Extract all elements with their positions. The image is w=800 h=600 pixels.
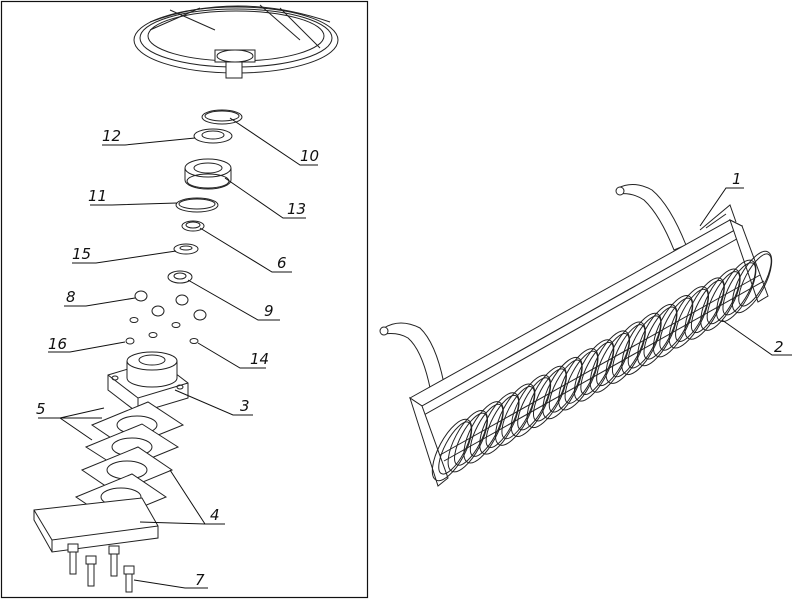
coil-loop — [542, 356, 583, 420]
label-4: 4 — [210, 506, 220, 524]
label-10: 10 — [300, 147, 319, 165]
coil-loop — [589, 330, 631, 393]
part-3-flange-housing — [107, 351, 189, 414]
label-6: 6 — [277, 254, 287, 272]
label-14: 14 — [250, 350, 269, 368]
part-labels-left: 10 12 13 11 6 15 9 8 16 14 3 5 4 7 — [36, 127, 319, 589]
spiral-coils — [431, 250, 773, 482]
coil-loop — [510, 374, 552, 437]
coil-loop — [447, 410, 488, 473]
leader-lines — [38, 117, 318, 589]
coil-loop — [431, 418, 473, 482]
label-11: 11 — [88, 187, 107, 205]
part-6-bushing — [181, 220, 205, 232]
label-8: 8 — [66, 288, 76, 306]
coil-loop — [558, 348, 599, 411]
label-7: 7 — [195, 571, 205, 589]
part-16-nut — [125, 337, 135, 345]
label-12: 12 — [102, 127, 121, 145]
coil-loop-inner — [722, 262, 756, 316]
coil-loop — [479, 392, 520, 455]
coil-loop — [716, 259, 757, 322]
label-3: 3 — [240, 397, 250, 415]
coil-loop — [494, 383, 536, 446]
part-7-bolts — [67, 543, 135, 593]
part-14-washers — [129, 317, 199, 344]
coil-loop — [652, 295, 694, 358]
part-15-lock-washer — [173, 243, 199, 255]
coil-loop — [526, 365, 567, 429]
coil-loop — [621, 312, 662, 376]
label-13: 13 — [287, 200, 306, 218]
roller-assembly — [379, 184, 773, 487]
coil-loop — [637, 303, 678, 367]
coil-loop — [700, 268, 741, 331]
part-12-washer — [193, 128, 233, 144]
part-11-ring — [175, 197, 219, 213]
part-13-bearing — [184, 158, 232, 190]
label-1: 1 — [732, 170, 742, 188]
label-2: 2 — [774, 338, 784, 356]
coil-loop — [463, 401, 504, 464]
part-8-nuts — [134, 290, 207, 321]
exploded-view-frame — [0, 0, 369, 599]
part-9-nut — [167, 270, 193, 284]
coil-loop — [731, 250, 773, 314]
coil-loop — [668, 286, 710, 349]
part-10-retaining-ring — [201, 109, 243, 125]
coil-loop — [573, 339, 615, 402]
handwheel — [133, 4, 339, 79]
label-16: 16 — [48, 335, 67, 353]
label-9: 9 — [264, 302, 274, 320]
label-15: 15 — [72, 245, 91, 263]
label-5: 5 — [36, 400, 46, 418]
part-4-plates — [33, 446, 174, 553]
right-end-plate — [729, 219, 769, 303]
coil-loop — [684, 277, 725, 340]
coil-loop-inner — [738, 253, 772, 307]
right-arm — [617, 184, 687, 251]
coil-loop — [605, 321, 646, 384]
